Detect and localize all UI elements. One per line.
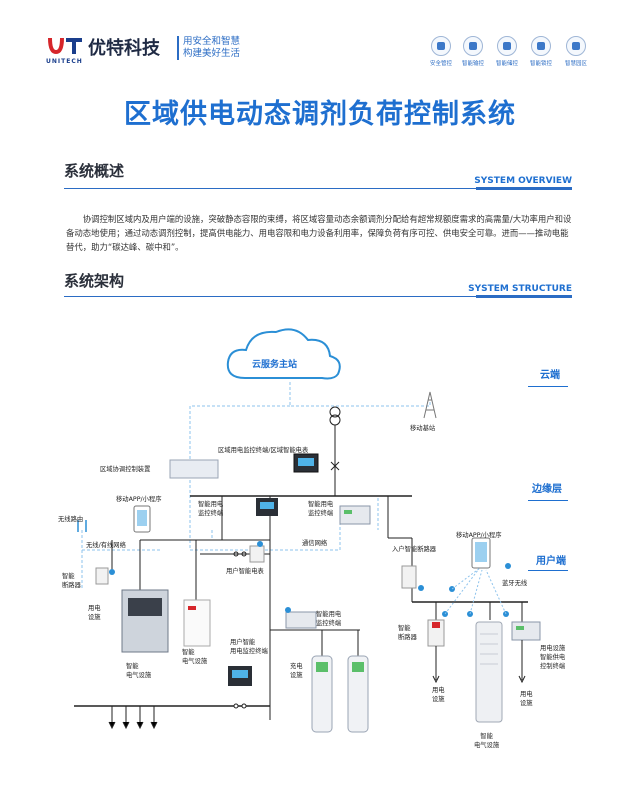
user-meter-icon (249, 545, 265, 563)
user-meter-label: 用户智能电表 (226, 568, 264, 575)
ctrl-term-3-label: 智能用电 监控终端 (316, 611, 342, 627)
structure-divider (64, 296, 572, 297)
slogan-divider (177, 36, 179, 60)
router-label: 无线路由 (58, 516, 84, 523)
ctrl-term-1-label: 智能用电 监控终端 (198, 501, 224, 517)
overview-heading-en: SYSTEM OVERVIEW (474, 176, 572, 186)
overview-heading: 系统概述 (64, 162, 125, 180)
lock-icon (531, 36, 551, 56)
home-breaker-label: 入户智能断路器 (392, 546, 437, 553)
breaker-left-icon (95, 567, 109, 585)
ctrl-term-2-label: 智能用电 监控终端 (308, 501, 334, 517)
ctrl-terminal-3-icon (285, 611, 317, 629)
slogan-line-1: 用安全和智慧 (183, 36, 241, 47)
system-architecture-diagram (74, 328, 568, 733)
overview-text: 协调控制区域内及用户端的设施，突破静态容限的束缚，将区域容量动态余额调剂分配给有… (66, 214, 572, 252)
monitor-icon (463, 36, 483, 56)
comm-net-label: 通信网络 (302, 540, 328, 547)
wireless-net-label: 无线/有线网络 (86, 542, 126, 549)
category-lock: 智能锁控 (523, 36, 559, 67)
category-security: 安全管控 (423, 36, 459, 67)
charger-1-icon (311, 655, 333, 733)
home-breaker-icon (401, 565, 417, 589)
base-station-label: 移动基站 (410, 425, 436, 432)
cloud-label: 云服务主站 (252, 360, 298, 370)
slogan: 用安全和智慧 构建美好生活 (183, 36, 240, 60)
storage-icon (497, 36, 517, 56)
shield-icon (431, 36, 451, 56)
structure-heading: 系统架构 (64, 272, 125, 290)
equip-ctrl-term-label: 用电设施 智能供电 控制终端 (540, 645, 566, 670)
page-title: 区域供电动态调剂负荷控制系统 (124, 99, 516, 130)
coord-device-label: 区域协调控制装置 (100, 466, 151, 473)
breaker-left-label: 智能 断路器 (62, 573, 81, 589)
air-conditioner-icon (475, 621, 503, 723)
app-left-label: 移动APP/小程序 (116, 496, 162, 503)
zone-user: 用户端 (536, 556, 566, 567)
app-right-label: 移动APP/小程序 (456, 532, 502, 539)
smart-box-icon (183, 599, 211, 647)
structure-heading-en: SYSTEM STRUCTURE (468, 284, 572, 294)
charging-label: 充电 设施 (290, 663, 303, 679)
overview-divider-accent (476, 187, 572, 190)
bluetooth-icons (109, 541, 511, 617)
cloud-icon (226, 328, 341, 380)
base-station-icon (423, 391, 437, 419)
equip-left-label: 用电 设施 (88, 605, 101, 621)
logo-subtext: UNITECH (46, 58, 83, 65)
smart-equip-3-label: 智能 电气设施 (474, 733, 500, 749)
user-ctrl-term-label: 用户智能 用电监控终端 (230, 639, 268, 655)
breaker-right-label: 智能 断路器 (398, 625, 417, 641)
equip-right-1-label: 用电 设施 (432, 687, 445, 703)
network-links (81, 382, 431, 590)
structure-divider-accent (476, 295, 572, 298)
bluetooth-label: 蓝牙无线 (502, 580, 528, 587)
smart-equip-1-label: 智能 电气设施 (126, 663, 152, 679)
smart-equip-2-label: 智能 电气设施 (182, 649, 208, 665)
building-icon (566, 36, 586, 56)
ctrl-terminal-2-icon (339, 505, 371, 525)
category-storage: 智能储控 (489, 36, 525, 67)
category-transmission: 智能输控 (455, 36, 491, 67)
region-terminal-label: 区域用电监控终端/区域智能电表 (218, 447, 309, 454)
overview-divider (64, 188, 572, 189)
equip-right-2-label: 用电 设施 (520, 691, 533, 707)
company-name: 优特科技 (88, 38, 160, 59)
zone-cloud: 云端 (540, 370, 560, 381)
category-park: 智慧园区 (558, 36, 594, 67)
equip-ctrl-terminal-icon (511, 621, 541, 641)
zone-edge: 边缘层 (532, 484, 562, 495)
slogan-line-2: 构建美好生活 (183, 48, 241, 59)
charger-2-icon (347, 655, 369, 733)
company-logo-icon (48, 38, 82, 54)
router-icon (77, 520, 87, 532)
outgoing-feeders (108, 706, 158, 730)
coordinator-device-icon (169, 459, 219, 479)
